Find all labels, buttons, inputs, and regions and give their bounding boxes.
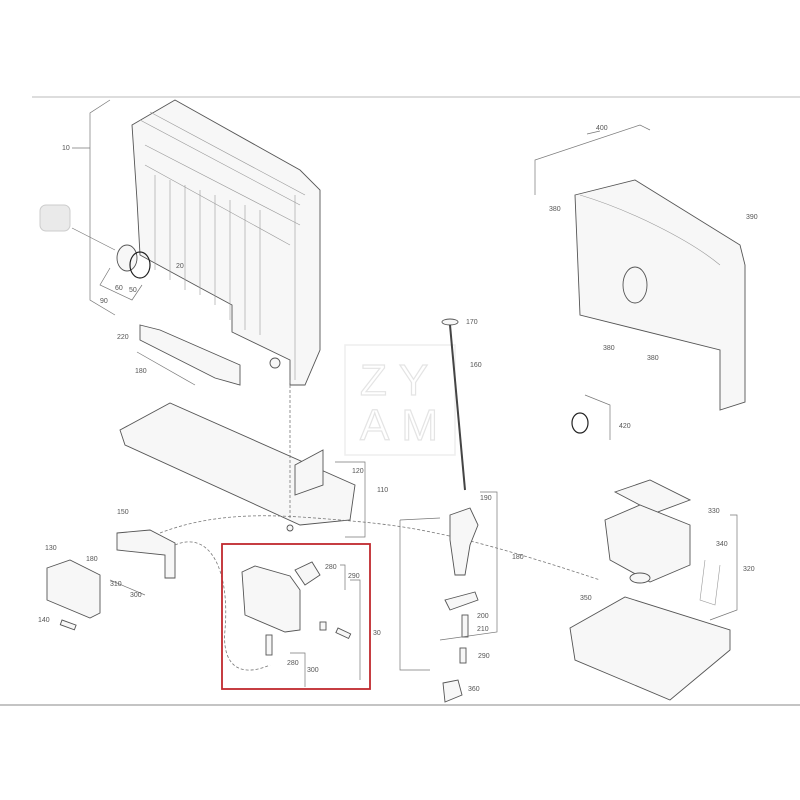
watermark: ZY AM	[344, 344, 456, 456]
label-110: 110	[377, 487, 388, 494]
label-300-lower: 300	[307, 667, 319, 674]
svg-text:AM: AM	[360, 401, 450, 450]
label-420: 420	[619, 423, 631, 430]
label-350: 350	[580, 595, 592, 602]
label-30: 30	[373, 630, 381, 637]
thermostat-assembly	[136, 324, 241, 386]
svg-text:ZY: ZY	[360, 356, 440, 405]
label-120: 120	[352, 468, 364, 475]
label-400: 400	[596, 125, 608, 132]
label-330: 330	[708, 508, 720, 515]
label-140: 140	[38, 617, 50, 624]
label-200: 200	[477, 613, 489, 620]
seal-ring-420	[571, 412, 589, 434]
seal-rings	[116, 244, 151, 279]
label-180-box: 180	[86, 556, 98, 563]
label-390: 390	[746, 214, 758, 221]
label-220: 220	[117, 334, 129, 341]
fan-motor	[39, 204, 71, 232]
label-10: 10	[62, 145, 70, 152]
label-310: 310	[110, 581, 122, 588]
burner-assembly	[241, 561, 352, 656]
label-290: 290	[348, 573, 360, 580]
highlight-box-burner-assembly	[221, 543, 371, 690]
gas-valve-assembly	[441, 318, 479, 703]
label-290-valve: 290	[478, 653, 490, 660]
label-60: 60	[115, 285, 123, 292]
label-20: 20	[176, 263, 184, 270]
label-380-right: 380	[647, 355, 659, 362]
base-plate	[119, 402, 356, 532]
label-190: 190	[480, 495, 492, 502]
label-340: 340	[716, 541, 728, 548]
label-380-left: 380	[603, 345, 615, 352]
label-130: 130	[45, 545, 57, 552]
control-box	[46, 529, 176, 631]
label-360: 360	[468, 686, 480, 693]
part-labels: 10 20 60 50 90 220 180 170 160 120 110 1…	[38, 125, 758, 693]
label-150: 150	[117, 509, 129, 516]
label-50: 50	[129, 287, 137, 294]
label-90: 90	[100, 298, 108, 305]
label-170: 170	[466, 319, 478, 326]
label-300: 300	[130, 592, 142, 599]
label-180-valve: 180	[512, 554, 524, 561]
front-cover	[574, 179, 746, 411]
label-380-top: 380	[549, 206, 561, 213]
label-180: 180	[135, 368, 147, 375]
label-280: 280	[325, 564, 337, 571]
label-320: 320	[743, 566, 755, 573]
grille-box	[569, 479, 731, 701]
label-280-lower: 280	[287, 660, 299, 667]
label-160: 160	[470, 362, 482, 369]
label-210: 210	[477, 626, 489, 633]
